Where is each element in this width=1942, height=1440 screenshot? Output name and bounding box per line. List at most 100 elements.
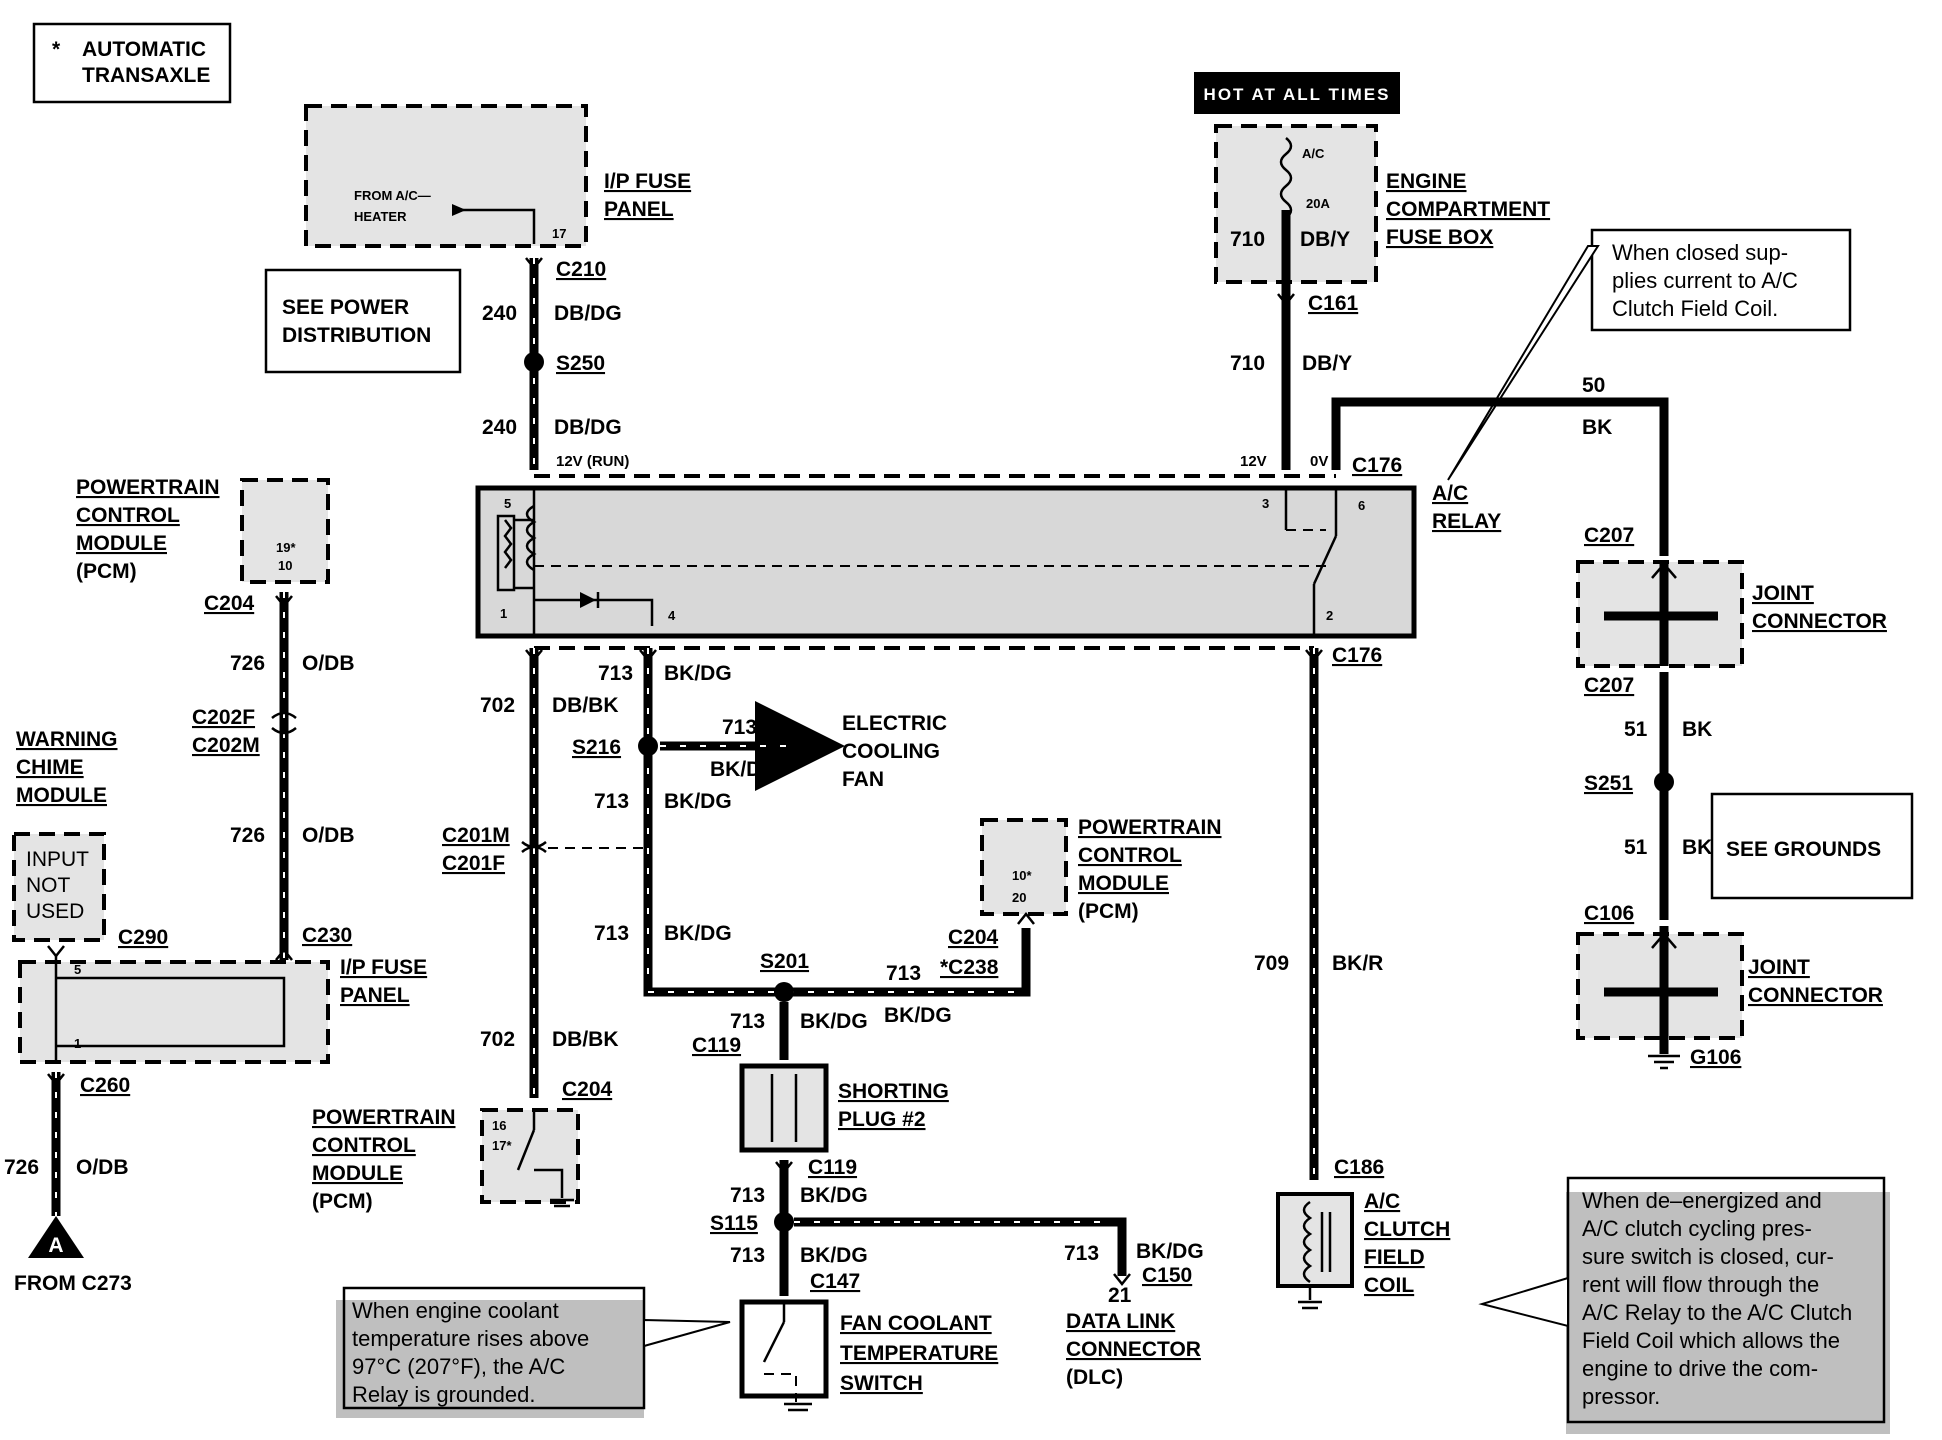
s115-label: S115 bbox=[710, 1212, 758, 1235]
pcm-low-line4: (PCM) bbox=[312, 1190, 373, 1213]
joint-top-line1: JOINT bbox=[1752, 582, 1814, 605]
joint-bot-line2: CONNECTOR bbox=[1748, 984, 1883, 1007]
chime-input1: INPUT bbox=[26, 848, 89, 871]
c106-label: C106 bbox=[1584, 902, 1634, 925]
c204-pcm1-label: C204 bbox=[204, 592, 255, 615]
callout-coolant-line3: 97°C (207°F), the A/C bbox=[352, 1354, 565, 1379]
shorting-line2: PLUG #2 bbox=[838, 1108, 926, 1131]
dlc-line1: DATA LINK bbox=[1066, 1310, 1175, 1333]
chime-line2: CHIME bbox=[16, 756, 84, 779]
c238-label: *C238 bbox=[940, 956, 999, 979]
w713h-color: BK/DG bbox=[1136, 1240, 1204, 1263]
wire-51: 51 BK S251 51 BK C106 bbox=[1584, 672, 1712, 925]
c207-top-label: C207 bbox=[1584, 524, 1634, 547]
w702b-num: 702 bbox=[480, 1028, 515, 1051]
chime-line1: WARNING bbox=[16, 728, 118, 751]
wire-726-lower: 726 O/DB A FROM C273 bbox=[4, 1072, 132, 1295]
chime-input3: USED bbox=[26, 900, 84, 923]
c119-top-label: C119 bbox=[692, 1034, 741, 1057]
callout-clutch-line8: pressor. bbox=[1582, 1384, 1660, 1409]
w51a-color: BK bbox=[1682, 718, 1712, 741]
pcm-mid-line4: (PCM) bbox=[1078, 900, 1139, 923]
wire-50: 0V C176 50 BK bbox=[1310, 374, 1669, 556]
w240b-num: 240 bbox=[482, 416, 517, 439]
w713f-num: 713 bbox=[730, 1184, 765, 1207]
ground-a-letter: A bbox=[48, 1234, 63, 1257]
c207-bot-label: C207 bbox=[1584, 674, 1634, 697]
pcm-mid-pin-a: 10* bbox=[1012, 868, 1032, 883]
fuse-circuit: 710 bbox=[1230, 228, 1265, 251]
relay-title1: A/C bbox=[1432, 482, 1468, 505]
pcm-low-line3: MODULE bbox=[312, 1162, 403, 1185]
pcm-top-pin-a: 19* bbox=[276, 540, 296, 555]
w51a-num: 51 bbox=[1624, 718, 1648, 741]
engine-fuse-box: HOT AT ALL TIMES A/C 20A 710 DB/Y ENGINE… bbox=[1194, 72, 1550, 290]
callout-relay-closed: When closed sup- plies current to A/C Cl… bbox=[1447, 228, 1852, 481]
legend-mark: * bbox=[52, 38, 61, 61]
fan-line3: FAN bbox=[842, 768, 884, 791]
hot-banner: HOT AT ALL TIMES bbox=[1204, 85, 1391, 104]
pcm-top-line2: CONTROL bbox=[76, 504, 180, 527]
ip-left-title2: PANEL bbox=[340, 984, 410, 1007]
pcm-top-line1: POWERTRAIN bbox=[76, 476, 220, 499]
fan-switch-line1: FAN COOLANT bbox=[840, 1312, 992, 1335]
ip-left-pin1: 1 bbox=[74, 1036, 81, 1051]
relay-0v: 0V bbox=[1310, 453, 1328, 470]
relay-12v-run: 12V (RUN) bbox=[556, 453, 629, 470]
fuse-rating: 20A bbox=[1306, 196, 1330, 211]
ac-clutch-coil: A/C CLUTCH FIELD COIL bbox=[1276, 1190, 1450, 1310]
c201f-label: C201F bbox=[442, 852, 505, 875]
wire-713-lower: C119 713 BK/DG S115 713 BK/DG C147 713 B… bbox=[710, 1156, 1204, 1389]
callout-coolant: When engine coolant temperature rises ab… bbox=[336, 1286, 731, 1418]
w713d-num: 713 bbox=[886, 962, 921, 985]
fuse-name: A/C bbox=[1302, 146, 1325, 161]
shorting-plug: SHORTING PLUG #2 bbox=[739, 1063, 949, 1153]
callout-coolant-line2: temperature rises above bbox=[352, 1326, 589, 1351]
wire-710: C161 710 DB/Y 12V bbox=[1230, 290, 1359, 470]
ip-fuse-from1: FROM A/C— bbox=[354, 188, 431, 203]
pcm-top-pin-b: 10 bbox=[278, 558, 292, 573]
chime-line3: MODULE bbox=[16, 784, 107, 807]
relay-pin1: 1 bbox=[500, 606, 507, 621]
legend-line1: AUTOMATIC bbox=[82, 38, 206, 61]
s201-label: S201 bbox=[760, 950, 809, 973]
relay-pin6: 6 bbox=[1358, 498, 1365, 513]
dlc-line3: (DLC) bbox=[1066, 1366, 1123, 1389]
clutch-line3: FIELD bbox=[1364, 1246, 1425, 1269]
joint-connector-top: C207 JOINT CONNECTOR C207 bbox=[1576, 524, 1887, 697]
w713fan-num: 713 bbox=[722, 716, 757, 739]
fan-switch-line2: TEMPERATURE bbox=[840, 1342, 998, 1365]
ip-fuse-pin17: 17 bbox=[552, 226, 566, 241]
c202f-label: C202F bbox=[192, 706, 255, 729]
relay-pin2: 2 bbox=[1326, 608, 1333, 623]
ip-left-title1: I/P FUSE bbox=[340, 956, 427, 979]
c230-label: C230 bbox=[302, 924, 352, 947]
w240a-num: 240 bbox=[482, 302, 517, 325]
w702a-num: 702 bbox=[480, 694, 515, 717]
wire-709: C176 709 BK/R C186 bbox=[1254, 644, 1384, 1180]
wire-240: C210 240 DB/DG S250 240 DB/DG 12V (RUN) bbox=[482, 257, 629, 470]
joint-connector-bottom: JOINT CONNECTOR G106 bbox=[1576, 926, 1883, 1070]
c150-label: C150 bbox=[1142, 1264, 1192, 1287]
s250-label: S250 bbox=[556, 352, 605, 375]
relay-title2: RELAY bbox=[1432, 510, 1501, 533]
w726c-color: O/DB bbox=[76, 1156, 129, 1179]
pcm-low: POWERTRAIN CONTROL MODULE (PCM) 16 17* bbox=[312, 1106, 580, 1213]
c186-label: C186 bbox=[1334, 1156, 1384, 1179]
w51b-num: 51 bbox=[1624, 836, 1648, 859]
c147-label: C147 bbox=[810, 1270, 860, 1293]
s251-label: S251 bbox=[1584, 772, 1633, 795]
w702b-color: DB/BK bbox=[552, 1028, 619, 1051]
callout-clutch-line2: A/C clutch cycling pres- bbox=[1582, 1216, 1812, 1241]
dlc-line2: CONNECTOR bbox=[1066, 1338, 1201, 1361]
ip-fuse-from2: HEATER bbox=[354, 209, 407, 224]
w240b-color: DB/DG bbox=[554, 416, 622, 439]
callout-top-line1: When closed sup- bbox=[1612, 240, 1788, 265]
callout-clutch-line1: When de–energized and bbox=[1582, 1188, 1822, 1213]
ip-fuse-top-title1: I/P FUSE bbox=[604, 170, 691, 193]
chime-input2: NOT bbox=[26, 874, 71, 897]
callout-clutch-line4: rent will flow through the bbox=[1582, 1272, 1819, 1297]
legend-box: * AUTOMATIC TRANSAXLE bbox=[32, 22, 232, 104]
callout-coolant-line4: Relay is grounded. bbox=[352, 1382, 535, 1407]
